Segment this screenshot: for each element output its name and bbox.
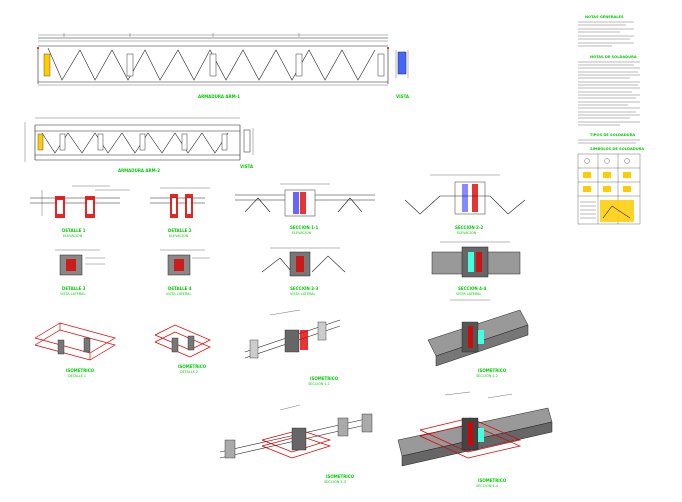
weld-symbol-table [577, 153, 641, 225]
iso-1-label: ISOMETRICO [66, 368, 95, 373]
truss-end-view [397, 51, 407, 75]
isometric-seccion-3-3: ISOMETRICO SECCION 3-3 [219, 404, 373, 484]
detalle-4-side: DETALLE 4 VISTA LATERAL [160, 249, 210, 296]
truss-end-view-label: VISTA [396, 94, 410, 99]
seccion-4-4-sub: VISTA LATERAL [456, 292, 481, 296]
truss-arm-2-label: ARMADURA ARM-2 [118, 168, 160, 173]
detalle-3-sub: VISTA LATERAL [60, 292, 85, 296]
isometric-detalle-1: ISOMETRICO DETALLE 1 [34, 322, 116, 378]
notes-general-title: NOTAS GENERALES [585, 15, 624, 19]
notes-symbols-title: TIPOS DE SOLDADURA [590, 133, 635, 137]
truss-arm-2-end-label: VISTA [240, 164, 254, 169]
detalle-3-label: DETALLE 3 [62, 286, 86, 291]
detalle-1-sub: ELEVACION [63, 234, 83, 238]
truss-arm-1: ARMADURA ARM-1 VISTA [37, 33, 410, 99]
detalle-1-elevation: DETALLE 1 ELEVACION [30, 185, 130, 238]
seccion-2-2-elevation: SECCION 2-2 ELEVACION [404, 174, 526, 235]
seccion-3-3-sub: VISTA LATERAL [290, 292, 315, 296]
truss-arm-1-label: ARMADURA ARM-1 [198, 94, 240, 99]
iso-5-label: ISOMETRICO [326, 474, 355, 479]
iso-5-sub: SECCION 3-3 [324, 480, 346, 484]
detalle-2-elevation: DETALLE 2 ELEVACION [150, 187, 210, 238]
detalle-4-sub: VISTA LATERAL [166, 292, 191, 296]
iso-3-label: ISOMETRICO [310, 376, 339, 381]
iso-6-sub: SECCION 4-4 [476, 484, 498, 488]
iso-4-label: ISOMETRICO [478, 368, 507, 373]
seccion-1-1-label: SECCION 1-1 [290, 225, 319, 230]
isometric-detalle-2: ISOMETRICO DETALLE 2 [154, 324, 211, 374]
isometric-seccion-2-2: ISOMETRICO SECCION 2-2 [427, 299, 529, 378]
isometric-seccion-1-1: ISOMETRICO SECCION 1-1 [244, 309, 341, 386]
detalle-4-label: DETALLE 4 [168, 286, 192, 291]
detalle-2-sub: ELEVACION [169, 234, 189, 238]
iso-3-sub: SECCION 1-1 [308, 382, 330, 386]
notes-panel: NOTAS GENERALES NOTAS DE SOLDADURA TIPOS… [577, 15, 644, 225]
detalle-2-label: DETALLE 2 [168, 228, 192, 233]
seccion-1-1-sub: ELEVACION [292, 231, 312, 235]
iso-2-label: ISOMETRICO [178, 364, 207, 369]
iso-6-label: ISOMETRICO [478, 478, 507, 483]
seccion-4-4-side: SECCION 4-4 VISTA LATERAL [431, 241, 521, 296]
seccion-3-3-side: SECCION 3-3 VISTA LATERAL [261, 247, 346, 296]
isometric-seccion-4-4: ISOMETRICO SECCION 4-4 [397, 391, 553, 488]
detalle-3-side: DETALLE 3 VISTA LATERAL [55, 249, 105, 296]
detalle-1-label: DETALLE 1 [62, 228, 86, 233]
seccion-2-2-label: SECCION 2-2 [455, 225, 484, 230]
notes-legend-title: SIMBOLOS DE SOLDADURA [590, 147, 644, 151]
iso-2-sub: DETALLE 2 [180, 370, 198, 374]
seccion-4-4-label: SECCION 4-4 [458, 286, 487, 291]
notes-specs-title: NOTAS DE SOLDADURA [590, 55, 637, 59]
iso-4-sub: SECCION 2-2 [476, 374, 498, 378]
seccion-2-2-sub: ELEVACION [457, 231, 477, 235]
seccion-3-3-label: SECCION 3-3 [290, 286, 319, 291]
iso-1-sub: DETALLE 1 [68, 374, 86, 378]
seccion-1-1-elevation: SECCION 1-1 ELEVACION [235, 183, 375, 235]
truss-arm-2: ARMADURA ARM-2 VISTA [24, 117, 254, 173]
